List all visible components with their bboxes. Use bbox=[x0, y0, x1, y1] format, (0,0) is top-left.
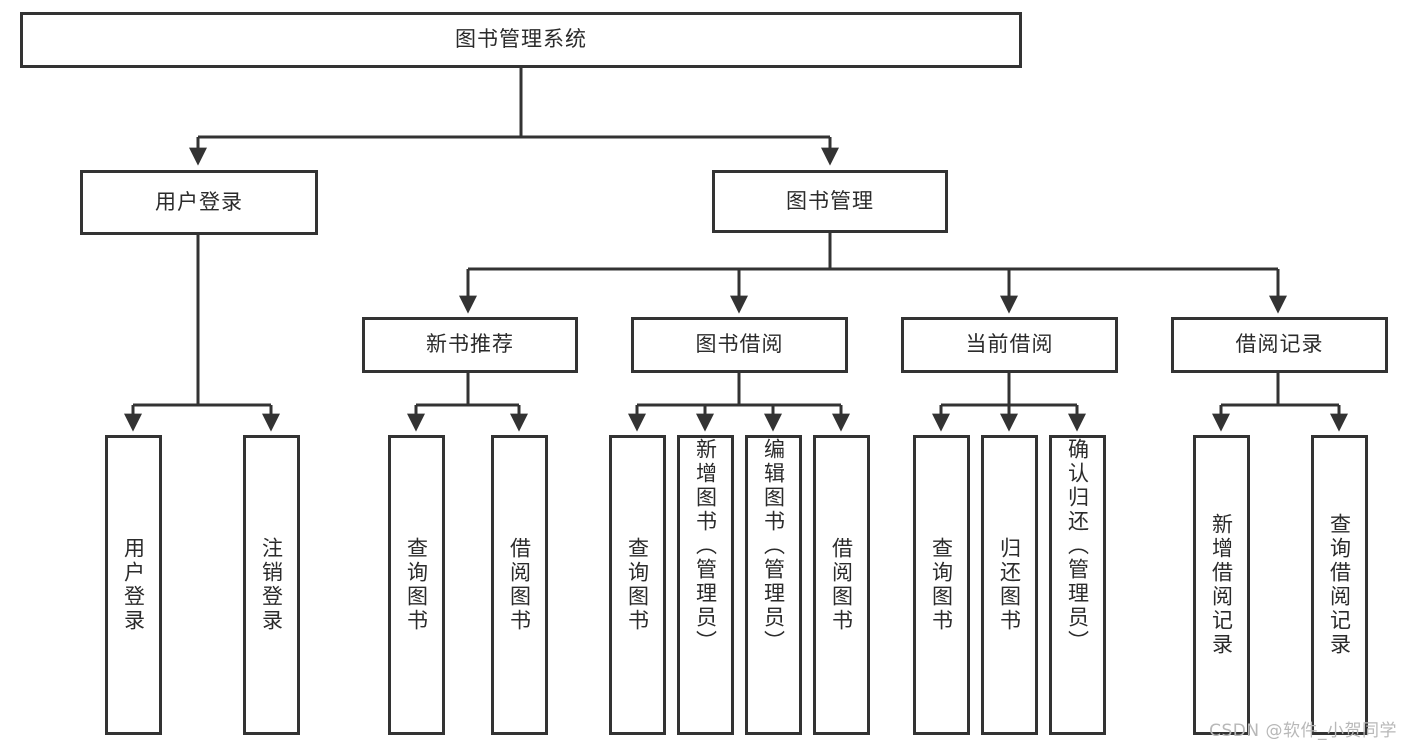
node-root-system[interactable]: 图书管理系统 bbox=[20, 12, 1022, 68]
node-new-book-recommend[interactable]: 新书推荐 bbox=[362, 317, 578, 373]
node-leaf-borrow-book[interactable]: 借阅图书 bbox=[813, 435, 870, 735]
node-label: 借阅记录 bbox=[1235, 332, 1324, 357]
node-label: 用户登录 bbox=[121, 537, 146, 633]
node-label: 编辑图书（管理员） bbox=[761, 438, 786, 654]
node-borrow-record[interactable]: 借阅记录 bbox=[1171, 317, 1388, 373]
node-leaf-logout[interactable]: 注销登录 bbox=[243, 435, 300, 735]
node-label: 查询图书 bbox=[625, 537, 650, 633]
node-leaf-edit-book-admin[interactable]: 编辑图书（管理员） bbox=[745, 435, 802, 735]
node-leaf-query-book-new[interactable]: 查询图书 bbox=[388, 435, 445, 735]
node-label: 借阅图书 bbox=[507, 537, 532, 633]
node-label: 用户登录 bbox=[155, 189, 243, 214]
node-label: 新书推荐 bbox=[426, 332, 514, 357]
node-current-borrow[interactable]: 当前借阅 bbox=[901, 317, 1118, 373]
node-book-management[interactable]: 图书管理 bbox=[712, 170, 948, 233]
node-user-login[interactable]: 用户登录 bbox=[80, 170, 318, 235]
node-leaf-query-book-current[interactable]: 查询图书 bbox=[913, 435, 970, 735]
node-label: 查询图书 bbox=[404, 537, 429, 633]
node-label: 查询图书 bbox=[929, 537, 954, 633]
node-leaf-borrow-book-new[interactable]: 借阅图书 bbox=[491, 435, 548, 735]
node-label: 归还图书 bbox=[997, 537, 1022, 633]
node-label: 查询借阅记录 bbox=[1327, 513, 1352, 657]
node-label: 借阅图书 bbox=[829, 537, 854, 633]
node-leaf-query-borrow-record[interactable]: 查询借阅记录 bbox=[1311, 435, 1368, 735]
node-leaf-confirm-return-admin[interactable]: 确认归还（管理员） bbox=[1049, 435, 1106, 735]
node-label: 注销登录 bbox=[259, 537, 284, 633]
node-leaf-query-book-borrow[interactable]: 查询图书 bbox=[609, 435, 666, 735]
node-label: 新增借阅记录 bbox=[1209, 513, 1234, 657]
watermark-text: CSDN @软件_小贺同学 bbox=[1209, 721, 1397, 741]
node-leaf-add-borrow-record[interactable]: 新增借阅记录 bbox=[1193, 435, 1250, 735]
node-label: 图书管理系统 bbox=[455, 27, 587, 52]
node-leaf-add-book-admin[interactable]: 新增图书（管理员） bbox=[677, 435, 734, 735]
node-label: 新增图书（管理员） bbox=[693, 438, 718, 654]
node-book-borrow[interactable]: 图书借阅 bbox=[631, 317, 848, 373]
node-leaf-user-login[interactable]: 用户登录 bbox=[105, 435, 162, 735]
node-label: 图书管理 bbox=[786, 188, 874, 213]
node-label: 图书借阅 bbox=[695, 332, 784, 357]
node-label: 当前借阅 bbox=[965, 332, 1054, 357]
node-leaf-return-book[interactable]: 归还图书 bbox=[981, 435, 1038, 735]
node-label: 确认归还（管理员） bbox=[1065, 438, 1090, 654]
